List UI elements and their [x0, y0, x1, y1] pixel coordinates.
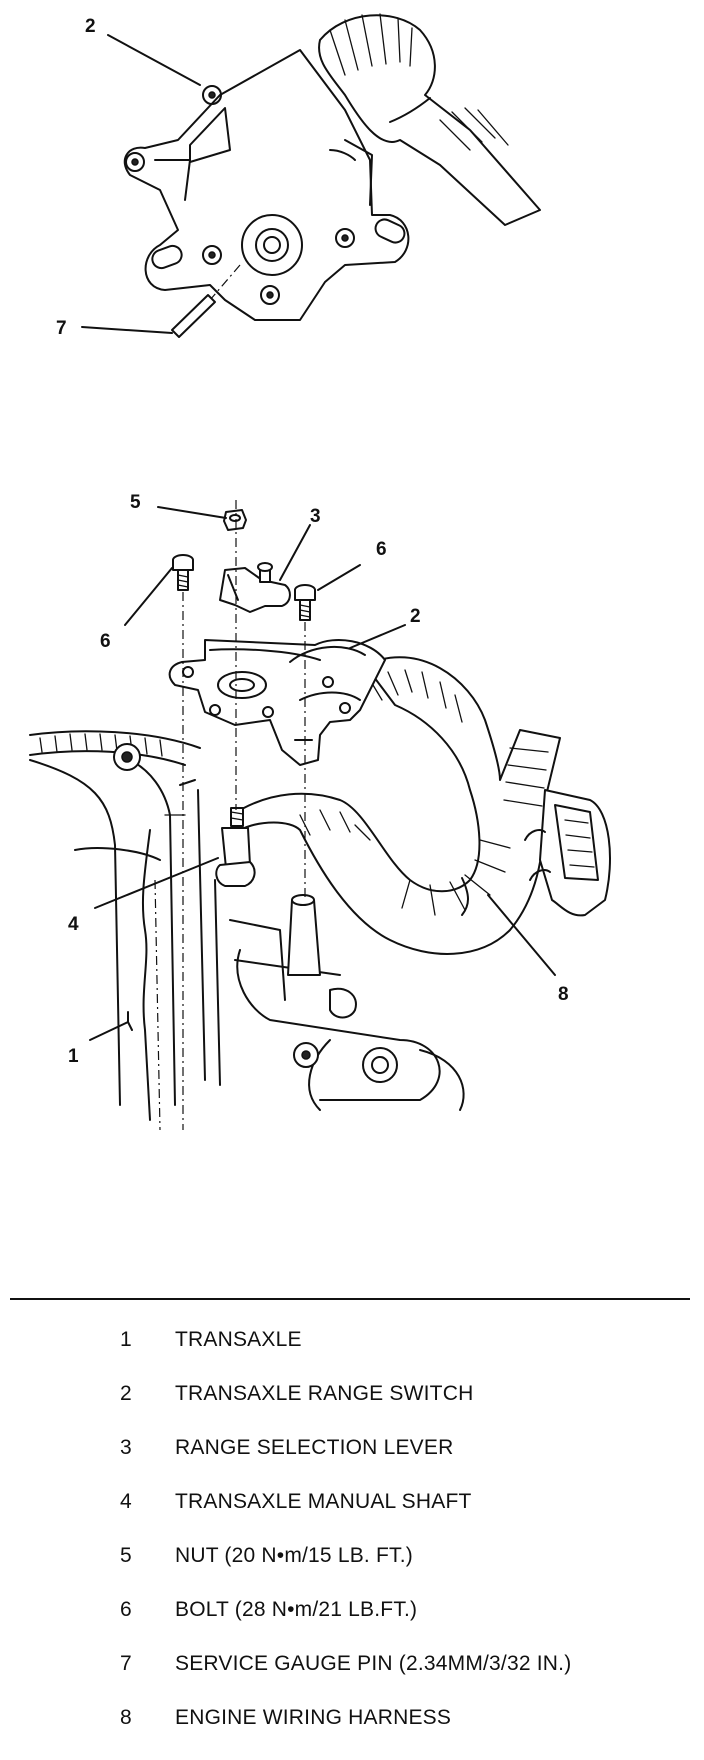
callout-top-7: 7 [56, 318, 67, 339]
callout-2-lower: 2 [410, 606, 421, 627]
bolt-right [294, 584, 316, 621]
legend-text: ENGINE WIRING HARNESS [175, 1706, 452, 1729]
legend-number: 8 [120, 1706, 132, 1729]
legend-item: 6 BOLT (28 N•m/21 LB.FT.) [0, 1598, 704, 1652]
callout-6-right: 6 [376, 539, 387, 560]
legend-number: 7 [120, 1652, 132, 1675]
callout-1: 1 [68, 1046, 79, 1067]
lower-range-switch [168, 639, 386, 766]
callout-6-left: 6 [100, 631, 111, 652]
legend-text: NUT (20 N•m/15 LB. FT.) [175, 1544, 413, 1567]
top-switch-body [123, 49, 410, 321]
legend-number: 4 [120, 1490, 132, 1513]
callout-top-2: 2 [85, 16, 96, 37]
lower-leaders [89, 506, 556, 1041]
legend-number: 1 [120, 1328, 132, 1351]
legend-item: 4 TRANSAXLE MANUAL SHAFT [0, 1490, 704, 1544]
legend-number: 2 [120, 1382, 132, 1405]
nut [223, 509, 247, 531]
range-selection-lever [219, 562, 291, 613]
transaxle-manual-shaft [215, 807, 256, 887]
service-gauge-pin [171, 264, 241, 338]
legend-item: 7 SERVICE GAUGE PIN (2.34MM/3/32 IN.) [0, 1652, 704, 1706]
legend-divider [10, 1298, 690, 1300]
legend-text: TRANSAXLE RANGE SWITCH [175, 1382, 474, 1405]
bolt-left [172, 554, 194, 591]
legend-item: 5 NUT (20 N•m/15 LB. FT.) [0, 1544, 704, 1598]
leader-top-7 [81, 326, 173, 334]
legend-item: 2 TRANSAXLE RANGE SWITCH [0, 1382, 704, 1436]
callout-5: 5 [130, 492, 141, 513]
alignment-centerlines [154, 500, 306, 1131]
transaxle-range-switch-diagram: 2 7 [29, 13, 611, 1131]
legend-item: 8 ENGINE WIRING HARNESS [0, 1706, 704, 1760]
callout-8: 8 [558, 984, 569, 1005]
legend-number: 3 [120, 1436, 132, 1459]
legend-text: SERVICE GAUGE PIN (2.34MM/3/32 IN.) [175, 1652, 572, 1675]
callout-3: 3 [310, 506, 321, 527]
top-switch-view: 2 7 [56, 13, 541, 339]
callout-4: 4 [68, 914, 79, 935]
legend-item: 1 TRANSAXLE [0, 1328, 704, 1382]
top-harness [318, 13, 541, 226]
legend-text: TRANSAXLE MANUAL SHAFT [175, 1490, 472, 1513]
leader-top-2 [107, 34, 201, 86]
engine-wiring-harness [231, 656, 611, 955]
legend-item: 3 RANGE SELECTION LEVER [0, 1436, 704, 1490]
legend-text: RANGE SELECTION LEVER [175, 1436, 454, 1459]
legend-text: TRANSAXLE [175, 1328, 302, 1351]
lower-installation-view: 5 3 6 6 2 4 8 1 [29, 492, 611, 1131]
legend-text: BOLT (28 N•m/21 LB.FT.) [175, 1598, 418, 1621]
parts-legend: 1 TRANSAXLE 2 TRANSAXLE RANGE SWITCH 3 RANG… [0, 1328, 704, 1760]
legend-number: 5 [120, 1544, 132, 1567]
legend-number: 6 [120, 1598, 132, 1621]
mounting-stud [287, 894, 321, 976]
